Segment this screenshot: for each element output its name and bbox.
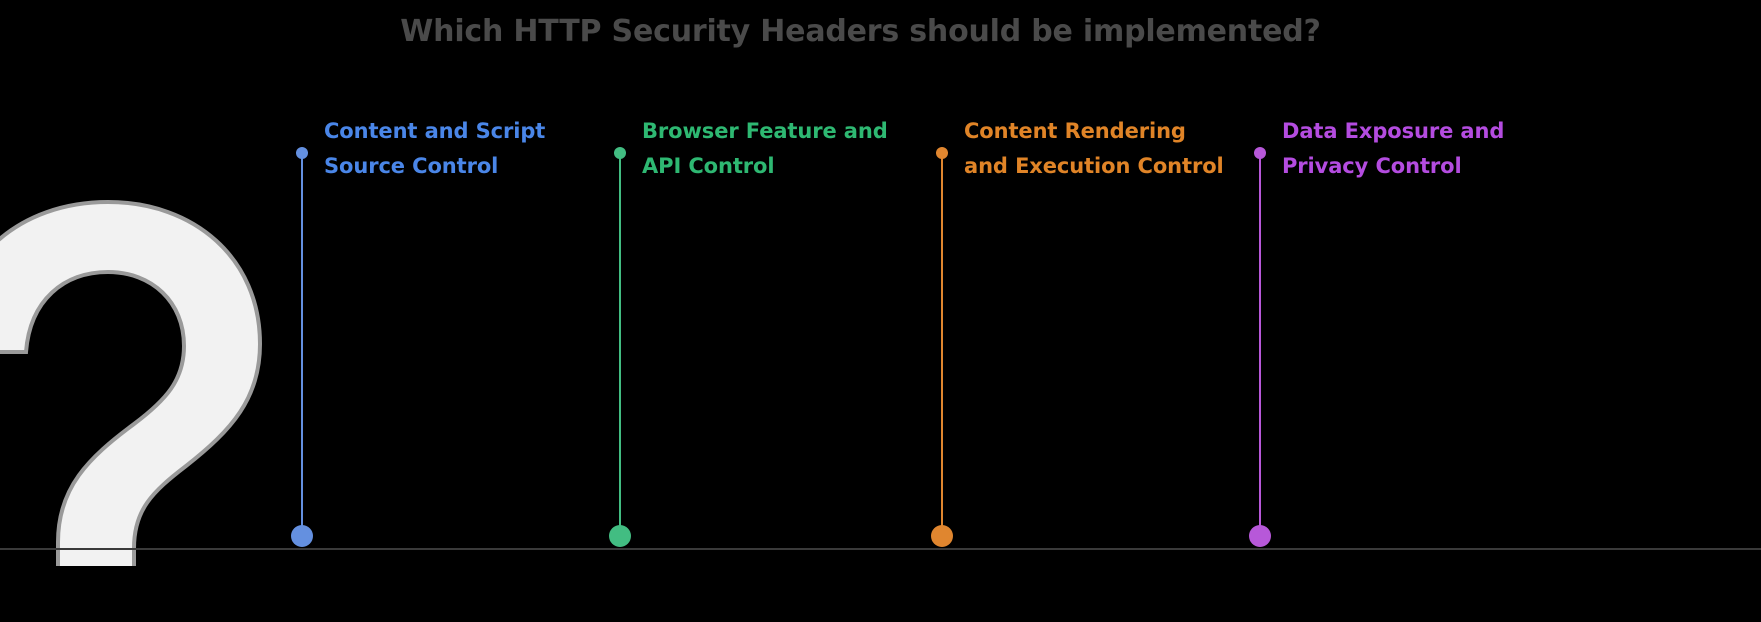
- category-label-line-1: Browser Feature and: [642, 119, 888, 143]
- node-dot-bottom[interactable]: [931, 525, 953, 547]
- category-label-line-1: Content Rendering: [964, 119, 1186, 143]
- baseline-axis: [0, 548, 1761, 550]
- question-mark-icon: [0, 196, 278, 566]
- category-label: Content Rendering and Execution Control: [964, 114, 1244, 185]
- node-dot-top[interactable]: [1254, 147, 1266, 159]
- connector-line: [619, 153, 621, 536]
- category-label-line-1: Data Exposure and: [1282, 119, 1505, 143]
- node-dot-top[interactable]: [614, 147, 626, 159]
- node-dot-top[interactable]: [936, 147, 948, 159]
- category-label-line-2: and Execution Control: [964, 154, 1224, 179]
- category-label-line-1: Content and Script: [324, 119, 546, 143]
- node-dot-top[interactable]: [296, 147, 308, 159]
- node-dot-bottom[interactable]: [1249, 525, 1271, 547]
- node-dot-bottom[interactable]: [609, 525, 631, 547]
- category-label: Browser Feature and API Control: [642, 114, 888, 185]
- page-title: Which HTTP Security Headers should be im…: [400, 14, 1321, 49]
- node-dot-bottom[interactable]: [291, 525, 313, 547]
- category-label-line-2: Source Control: [324, 154, 499, 179]
- connector-line: [301, 153, 303, 536]
- category-label-line-2: Privacy Control: [1282, 154, 1462, 179]
- category-label: Content and Script Source Control: [324, 114, 564, 185]
- category-label-line-2: API Control: [642, 154, 775, 179]
- connector-line: [941, 153, 943, 536]
- connector-line: [1259, 153, 1261, 536]
- category-label: Data Exposure and Privacy Control: [1282, 114, 1552, 185]
